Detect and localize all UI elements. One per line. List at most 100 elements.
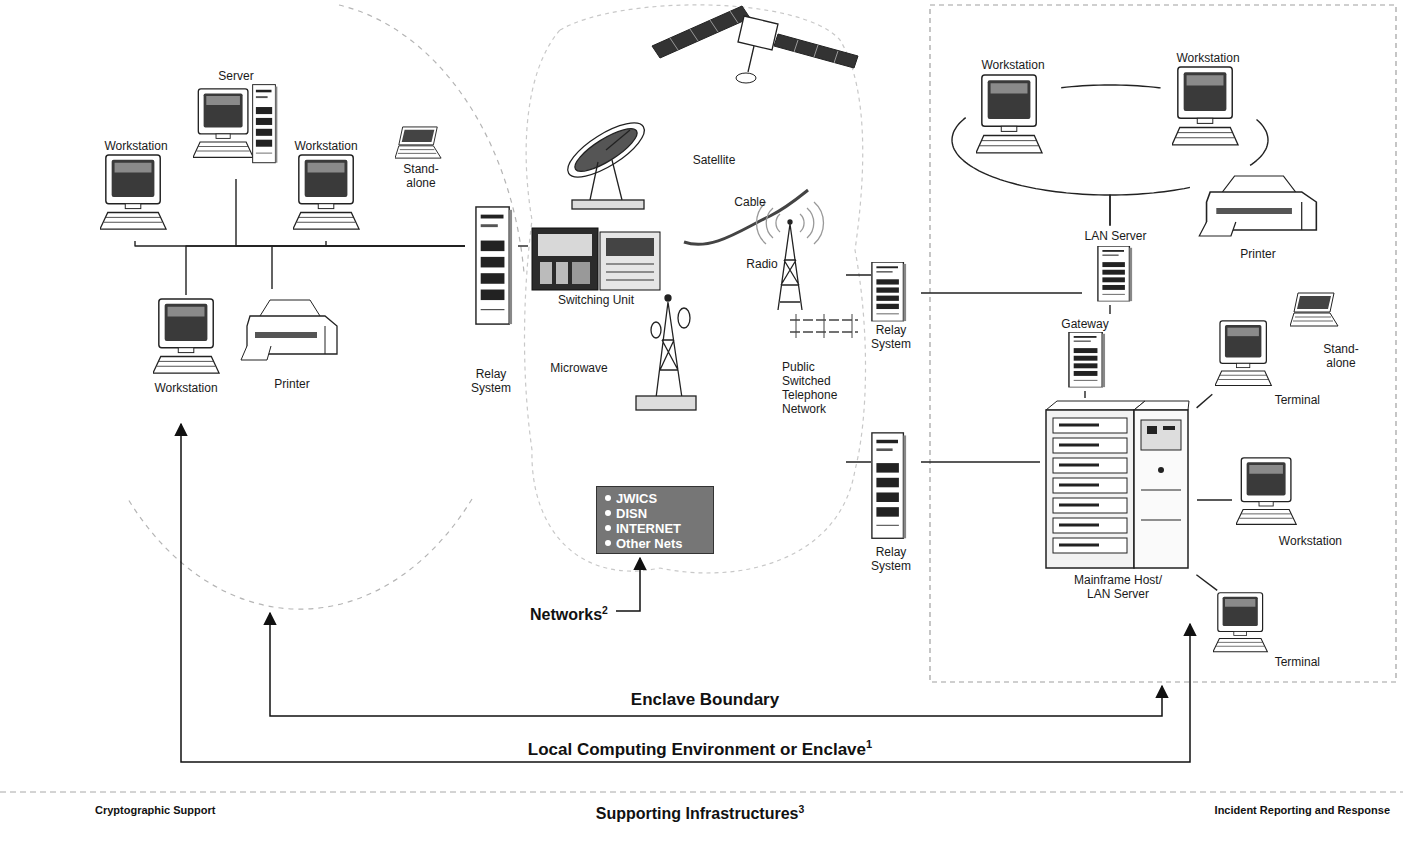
label-holder: Terminal bbox=[1212, 390, 1320, 408]
device-label: Relay System bbox=[467, 367, 515, 395]
footer-label: Incident Reporting and Response bbox=[1215, 804, 1390, 816]
label-holder: Gateway bbox=[1052, 314, 1118, 332]
device-label: Radio bbox=[746, 257, 777, 271]
device-label: Workstation bbox=[104, 139, 167, 153]
microwave-tower-icon bbox=[636, 295, 696, 410]
device-label: Mainframe Host/ LAN Server bbox=[1068, 573, 1168, 601]
label-holder: Public Switched Telephone Network bbox=[782, 360, 858, 417]
label-holder: LAN Server bbox=[1082, 226, 1149, 244]
network-connector bbox=[952, 118, 1110, 225]
device-node: Terminal bbox=[1210, 590, 1320, 670]
device-node: Relay System bbox=[862, 258, 920, 352]
footer-label: Supporting Infrastructures bbox=[596, 805, 799, 822]
label-group: Networks2 bbox=[530, 601, 608, 624]
device-node: Server bbox=[190, 66, 282, 178]
device-node: Workstation bbox=[1232, 455, 1342, 549]
printer-icon bbox=[241, 300, 337, 360]
relay-icon bbox=[872, 433, 906, 538]
device-label: Gateway bbox=[1061, 317, 1108, 331]
switching-unit-icon bbox=[532, 228, 660, 290]
device-label: Server bbox=[218, 69, 253, 83]
device-node: Terminal bbox=[1212, 318, 1320, 408]
device-node: Workstation bbox=[1160, 48, 1256, 158]
workstation-icon bbox=[1172, 67, 1238, 145]
boundary-label: Local Computing Environment or Enclave bbox=[528, 740, 866, 759]
relay-icon bbox=[476, 207, 512, 324]
device-label: INTERNET bbox=[605, 521, 705, 536]
label-holder: Relay System bbox=[862, 323, 920, 352]
label-holder: Workstation bbox=[1232, 531, 1342, 549]
network-node: Radio bbox=[740, 254, 784, 272]
network-connector bbox=[518, 245, 528, 246]
label-holder: Relay System bbox=[465, 367, 517, 396]
device-label: Workstation bbox=[294, 139, 357, 153]
leader-arrow bbox=[616, 558, 640, 611]
lan-server-icon bbox=[1098, 246, 1132, 301]
label-holder: Server bbox=[190, 66, 282, 84]
device-label: JWICS bbox=[605, 491, 705, 506]
laptop-icon bbox=[395, 127, 441, 158]
label-holder: Cable bbox=[728, 192, 772, 210]
network-cloud bbox=[525, 5, 866, 573]
device-node: Workstation bbox=[286, 136, 366, 240]
network-connector bbox=[135, 241, 465, 246]
footer-label: Cryptographic Support bbox=[95, 804, 215, 816]
network-list-box: JWICSDISNINTERNETOther Nets bbox=[596, 486, 714, 554]
network-connector bbox=[186, 246, 465, 295]
network-connector bbox=[1250, 119, 1268, 165]
device-node: Mainframe Host/ LAN Server bbox=[1040, 398, 1196, 602]
relay-icon bbox=[872, 262, 906, 321]
footnote-number: 3 bbox=[798, 804, 804, 815]
workstation-icon bbox=[153, 299, 219, 373]
server-icon bbox=[193, 89, 253, 157]
device-label: Other Nets bbox=[605, 536, 705, 551]
device-node: Printer bbox=[238, 290, 346, 392]
network-connector bbox=[1197, 394, 1213, 408]
device-node: Workstation bbox=[90, 136, 182, 240]
workstation-icon bbox=[100, 155, 166, 229]
footer-rule bbox=[0, 792, 1403, 793]
device-node: Workstation bbox=[965, 55, 1061, 160]
label-holder: Microwave bbox=[546, 358, 612, 376]
satellite-dish-icon bbox=[560, 113, 652, 209]
label-holder: Workstation bbox=[1160, 48, 1256, 66]
laptop-icon bbox=[1290, 293, 1338, 326]
terminal-icon bbox=[1215, 321, 1271, 386]
network-connector bbox=[921, 292, 1082, 293]
device-node: Stand-alone bbox=[398, 162, 444, 196]
label-group: Enclave Boundary bbox=[631, 690, 779, 710]
satellite-icon bbox=[652, 6, 858, 83]
device-label: Relay System bbox=[867, 545, 915, 573]
label-holder: Printer bbox=[1190, 244, 1326, 262]
label-holder: Workstation bbox=[286, 136, 366, 154]
device-label: Workstation bbox=[1279, 534, 1342, 548]
device-label: Cable bbox=[734, 195, 765, 209]
network-connector bbox=[921, 461, 1040, 462]
label-holder: Workstation bbox=[140, 378, 232, 396]
network-connector bbox=[326, 241, 465, 246]
device-label: Relay System bbox=[867, 323, 915, 351]
device-label: DISN bbox=[605, 506, 705, 521]
cable-icon bbox=[684, 190, 808, 244]
device-node: Printer bbox=[1190, 165, 1326, 262]
footnote-number: 1 bbox=[866, 738, 872, 750]
network-connector bbox=[1196, 575, 1217, 591]
device-label: Printer bbox=[1240, 247, 1275, 261]
label-holder: Printer bbox=[238, 374, 346, 392]
network-node: Public Switched Telephone Network bbox=[782, 360, 858, 422]
network-connector bbox=[1110, 187, 1190, 226]
device-label: Public Switched Telephone Network bbox=[782, 360, 848, 416]
device-node: Relay System bbox=[465, 200, 517, 396]
boundary-label: Enclave Boundary bbox=[631, 690, 779, 709]
label-holder: Terminal bbox=[1210, 652, 1320, 670]
network-node: Satellite bbox=[684, 150, 744, 168]
workstation-icon bbox=[293, 155, 359, 229]
label-group: Incident Reporting and Response bbox=[1215, 804, 1390, 817]
region-label: Networks bbox=[530, 606, 602, 623]
network-node: Microwave bbox=[546, 358, 612, 376]
label-group: Supporting Infrastructures3 bbox=[596, 800, 804, 823]
server-icon bbox=[253, 85, 278, 163]
device-label: Stand-alone bbox=[402, 162, 440, 190]
